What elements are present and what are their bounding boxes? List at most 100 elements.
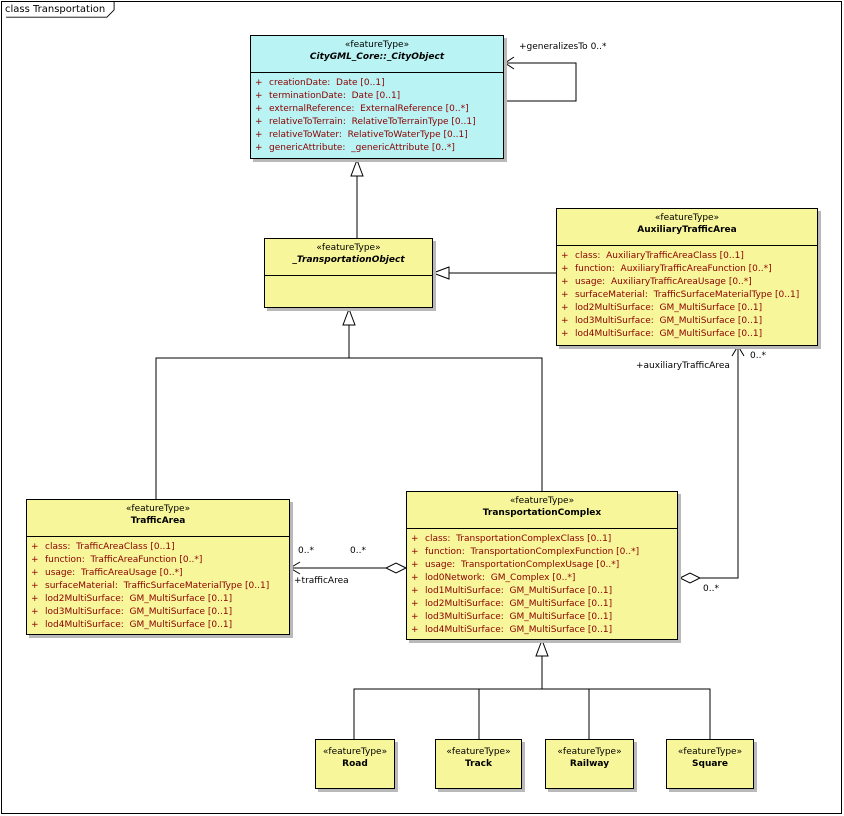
visibility-marker: + [411, 534, 419, 544]
visibility-marker: + [411, 586, 419, 596]
attribute-row: +lod2MultiSurface: GM_MultiSurface [0..1… [31, 593, 289, 606]
aux-role-label: +auxiliaryTrafficArea [636, 361, 730, 371]
frame-tab [6, 1, 115, 18]
attribute-list: +class: AuxiliaryTrafficAreaClass [0..1]… [557, 246, 817, 341]
attribute-name: relativeToTerrain: [269, 117, 346, 127]
attribute-type: GM_MultiSurface [0..1] [659, 316, 763, 326]
stereotype: «featureType» [557, 747, 622, 757]
attribute-row: +relativeToWater: RelativeToWaterType [0… [255, 129, 503, 142]
attribute-row: +lod3MultiSurface: GM_MultiSurface [0..1… [31, 606, 289, 619]
aggregation-diamond-traffic [384, 562, 408, 574]
traffic-role-label: +trafficArea [294, 576, 349, 586]
attribute-row: +genericAttribute: _genericAttribute [0.… [255, 142, 503, 155]
stereotype: «featureType» [654, 213, 720, 223]
attribute-row: + class: TransportationComplexClass [0..1… [411, 533, 677, 546]
class-transportation-complex[interactable]: «featureType» TransportationComplex + cla… [406, 491, 678, 640]
visibility-marker: + [561, 329, 569, 339]
visibility-marker: + [561, 264, 569, 274]
generalization-arrowhead-transportation-object [342, 307, 356, 326]
attribute-name: lod3MultiSurface: [575, 316, 654, 326]
attribute-type: RelativeToTerrainType [0..1] [351, 117, 476, 127]
class-railway[interactable]: «featureType» Railway [545, 739, 634, 789]
generalizes-to-arrowhead [504, 56, 515, 70]
attribute-row: +usage: TransportationComplexUsage [0..*… [411, 559, 677, 572]
attribute-list: +class: TrafficAreaClass [0..1]+function… [27, 537, 289, 632]
attribute-row: + relativeToTerrain: RelativeToTerrainTyp… [255, 116, 503, 129]
attribute-type: GM_MultiSurface [0..1] [129, 594, 233, 604]
attribute-row: +surfaceMaterial: TrafficSurfaceMaterial… [31, 580, 289, 593]
class-auxiliary-traffic-area[interactable]: «featureType» AuxiliaryTrafficArea +clas… [556, 208, 818, 346]
class-name: Track [465, 759, 492, 769]
class-name: CityGML_Core::_CityObject [309, 52, 445, 62]
visibility-marker: + [411, 599, 419, 609]
attribute-type: TrafficAreaFunction [0..*] [90, 555, 203, 565]
traffic-source-multiplicity: 0..* [350, 546, 366, 556]
generalizes-to-association[interactable] [504, 62, 577, 102]
attribute-name: genericAttribute: [269, 143, 346, 153]
stereotype: «featureType» [316, 243, 381, 253]
visibility-marker: + [561, 290, 569, 300]
visibility-marker: + [255, 91, 263, 101]
attribute-name: lod1MultiSurface: [425, 586, 504, 596]
attribute-compartment [265, 276, 432, 308]
attribute-type: GM_MultiSurface [0..1] [129, 620, 233, 630]
attribute-name: lod4MultiSurface: [45, 620, 124, 630]
traffic-target-multiplicity: 0..* [298, 546, 314, 556]
attribute-type: Date [0..1] [351, 91, 401, 101]
attribute-name: usage: [45, 568, 76, 578]
attribute-row: +creationDate: Date [0..1] [255, 77, 503, 90]
visibility-marker: + [255, 78, 263, 88]
class-header: «featureType» TransportationComplex [407, 492, 677, 529]
class-road[interactable]: «featureType» Road [315, 739, 395, 789]
attribute-name: surfaceMaterial: [575, 290, 648, 300]
visibility-marker: + [255, 117, 263, 127]
visibility-marker: + [31, 555, 39, 565]
generalizes-to-multiplicity: 0..* [590, 42, 607, 52]
visibility-marker: + [31, 620, 39, 630]
attribute-name: usage: [575, 277, 606, 287]
generalization-arrowhead-aux [431, 266, 450, 280]
generalization-subtypes[interactable] [353, 688, 711, 739]
attribute-row: +externalReference: ExternalReference [0… [255, 103, 503, 116]
attribute-name: lod3MultiSurface: [425, 612, 504, 622]
attribute-row: +class: AuxiliaryTrafficAreaClass [0..1] [561, 250, 817, 263]
attribute-name: lod2MultiSurface: [45, 594, 124, 604]
class-square[interactable]: «featureType» Square [666, 739, 754, 789]
generalization-arrowhead-cityobject [350, 158, 364, 177]
attribute-type: GM_MultiSurface [0..1] [659, 303, 763, 313]
stereotype: «featureType» [125, 504, 191, 514]
visibility-marker: + [411, 612, 419, 622]
attribute-type: GM_Complex [0..*] [490, 573, 576, 583]
attribute-row: + lod0Network: GM_Complex [0..*] [411, 572, 677, 585]
class-name: TrafficArea [130, 516, 186, 526]
class-transportation-object[interactable]: «featureType» _TransportationObject [264, 238, 433, 308]
auxiliary-traffic-area-aggregation[interactable] [700, 346, 739, 579]
class-traffic-area[interactable]: «featureType» TrafficArea +class: Traffi… [26, 499, 290, 635]
attribute-row: +lod3MultiSurface: GM_MultiSurface [0..1… [561, 315, 817, 328]
attribute-type: Date [0..1] [336, 78, 385, 88]
attribute-row: +lod4MultiSurface: GM_MultiSurface [0..1… [561, 328, 817, 341]
attribute-name: lod3MultiSurface: [45, 607, 124, 617]
attribute-type: TrafficSurfaceMaterialType [0..1] [123, 581, 270, 591]
visibility-marker: + [31, 568, 39, 578]
attribute-name: lod0Network: [425, 573, 486, 583]
class-header: «featureType» _TransportationObject [265, 239, 432, 276]
generalization-traffic-area[interactable] [155, 357, 543, 499]
class-name: Square [692, 759, 728, 769]
attribute-row: +function: TransportationComplexFunction… [411, 546, 677, 559]
attribute-type: GM_MultiSurface [0..1] [659, 329, 763, 339]
attribute-type: TrafficAreaUsage [0..*] [80, 568, 183, 578]
attribute-row: +function: AuxiliaryTrafficAreaFunction … [561, 263, 817, 276]
class-name: Road [342, 759, 368, 769]
generalizes-to-role-text: +generalizesTo [519, 42, 588, 52]
attribute-type: TransportationComplexClass [0..1] [456, 534, 612, 544]
class-city-object[interactable]: «featureType» CityGML_Core::_CityObject … [250, 35, 504, 159]
class-track[interactable]: «featureType» Track [435, 739, 522, 789]
visibility-marker: + [411, 573, 419, 583]
stereotype: «featureType» [322, 747, 388, 757]
attribute-name: relativeToWater: [269, 130, 342, 140]
attribute-name: class: [425, 534, 451, 544]
stereotype: «featureType» [446, 747, 511, 757]
attribute-name: function: [45, 555, 85, 565]
class-name: TransportationComplex [482, 508, 602, 518]
